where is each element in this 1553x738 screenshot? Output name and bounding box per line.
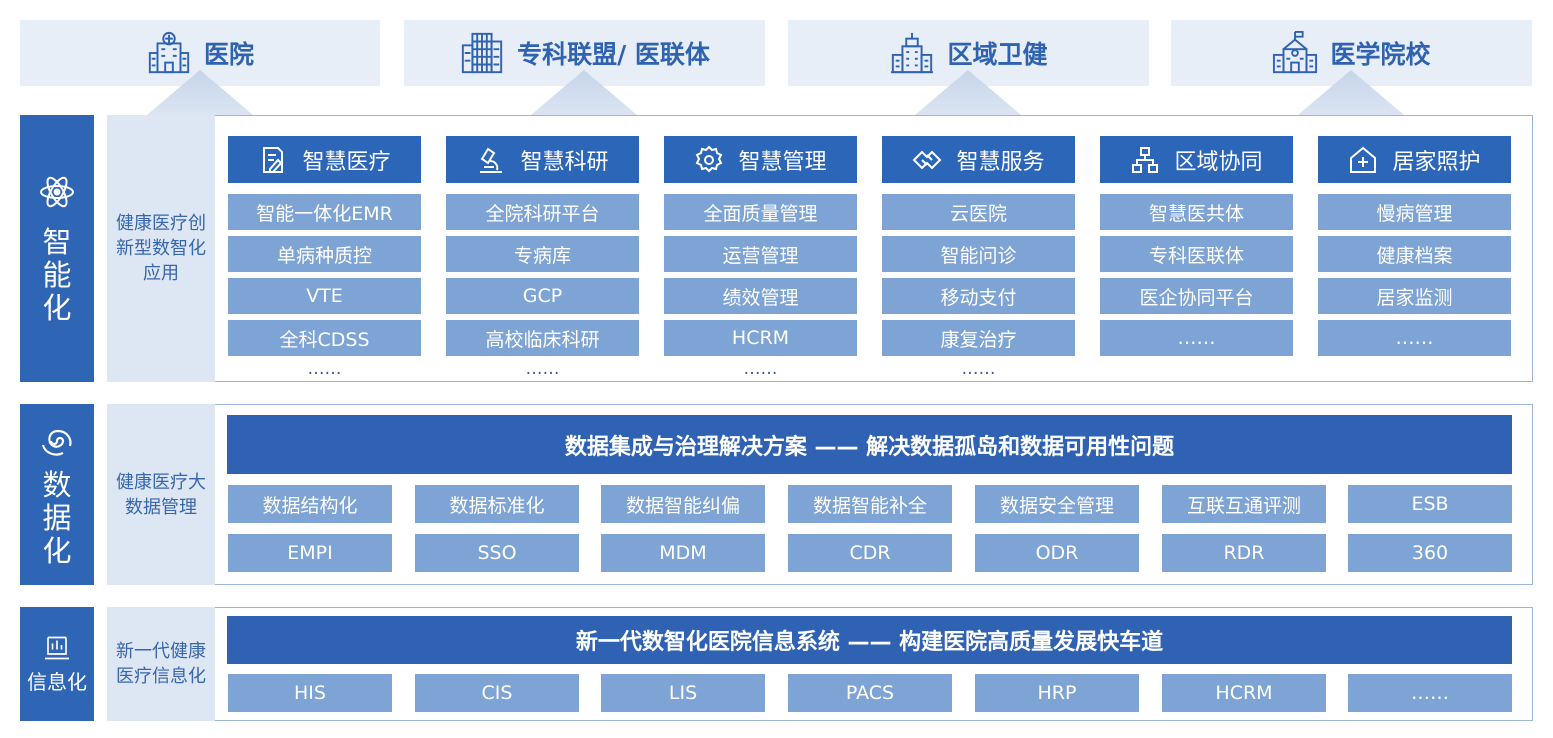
user-label-alliance: 专科联盟/ 医联体 xyxy=(517,40,710,69)
data-item[interactable]: RDR xyxy=(1162,534,1326,572)
info-item[interactable]: HRP xyxy=(975,674,1139,712)
info-banner: 新一代数智化医院信息系统 —— 构建医院高质量发展快车道 xyxy=(227,616,1512,664)
layer-title-information: 信息化 xyxy=(27,670,87,694)
module-more: …… xyxy=(307,359,342,379)
user-label-school: 医学院校 xyxy=(1330,40,1431,69)
home-care-icon xyxy=(1350,146,1377,173)
module-item[interactable]: …… xyxy=(1318,320,1511,356)
data-item[interactable]: ESB xyxy=(1348,485,1512,523)
data-item[interactable]: 互联互通评测 xyxy=(1162,485,1326,523)
buildings-icon xyxy=(461,32,503,74)
module-title: 居家照护 xyxy=(1392,149,1481,175)
data-item[interactable]: 数据标准化 xyxy=(415,485,579,523)
info-item[interactable]: LIS xyxy=(601,674,765,712)
module-item[interactable]: 智能一体化EMR xyxy=(228,194,421,230)
layer-label-intelligence: 智能化 xyxy=(20,115,94,382)
sub-label-data-text: 健康医疗大数据管理 xyxy=(116,471,206,518)
module-item[interactable]: 单病种质控 xyxy=(228,236,421,272)
school-icon xyxy=(1273,30,1318,74)
module-item[interactable]: 运营管理 xyxy=(664,236,857,272)
gear-icon xyxy=(696,145,723,172)
layer-label-information: 信息化 xyxy=(20,607,94,721)
module-head-smart-research[interactable]: 智慧科研 xyxy=(446,136,639,183)
data-item[interactable]: MDM xyxy=(601,534,765,572)
sub-label-data: 健康医疗大数据管理 xyxy=(107,404,215,585)
data-item[interactable]: 360 xyxy=(1348,534,1512,572)
user-box-alliance: 专科联盟/ 医联体 xyxy=(404,20,765,86)
module-item[interactable]: GCP xyxy=(446,278,639,314)
layer-title-intelligence: 智能化 xyxy=(42,225,72,325)
module-head-smart-medical[interactable]: 智慧医疗 xyxy=(228,136,421,183)
info-item[interactable]: CIS xyxy=(415,674,579,712)
monitor-icon xyxy=(45,636,69,660)
data-item[interactable]: 数据安全管理 xyxy=(975,485,1139,523)
data-item[interactable]: ODR xyxy=(975,534,1139,572)
module-item[interactable]: 慢病管理 xyxy=(1318,194,1511,230)
module-more: …… xyxy=(961,359,996,379)
hospital-icon xyxy=(148,31,190,74)
module-item[interactable]: 绩效管理 xyxy=(664,278,857,314)
sub-label-information: 新一代健康医疗信息化 xyxy=(107,607,215,721)
module-item[interactable]: …… xyxy=(1100,320,1293,356)
module-title: 智慧医疗 xyxy=(302,149,391,175)
module-item[interactable]: 居家监测 xyxy=(1318,278,1511,314)
panel-intelligence xyxy=(215,115,1533,382)
data-item[interactable]: 数据智能纠偏 xyxy=(601,485,765,523)
module-item[interactable]: 智慧医共体 xyxy=(1100,194,1293,230)
sub-label-intelligence-text: 健康医疗创新型数智化应用 xyxy=(116,213,206,284)
module-title: 智慧科研 xyxy=(520,149,609,175)
layer-title-data: 数据化 xyxy=(42,468,72,568)
module-title: 智慧服务 xyxy=(956,149,1045,175)
handshake-icon xyxy=(913,150,942,169)
module-item[interactable]: 全面质量管理 xyxy=(664,194,857,230)
module-item[interactable]: 智能问诊 xyxy=(882,236,1075,272)
info-item[interactable]: HCRM xyxy=(1162,674,1326,712)
module-head-regional-collab[interactable]: 区域协同 xyxy=(1100,136,1293,183)
module-more: …… xyxy=(525,359,560,379)
module-item[interactable]: 高校临床科研 xyxy=(446,320,639,356)
sub-label-information-text: 新一代健康医疗信息化 xyxy=(116,641,206,687)
module-item[interactable]: 医企协同平台 xyxy=(1100,278,1293,314)
module-more: …… xyxy=(743,359,778,379)
module-item[interactable]: HCRM xyxy=(664,320,857,356)
sub-label-intelligence: 健康医疗创新型数智化应用 xyxy=(107,115,215,382)
swirl-icon xyxy=(41,429,72,456)
data-item[interactable]: 数据结构化 xyxy=(228,485,392,523)
user-label-hospital: 医院 xyxy=(203,40,254,69)
module-title: 智慧管理 xyxy=(738,149,827,175)
layer-label-data: 数据化 xyxy=(20,404,94,585)
module-item[interactable]: 康复治疗 xyxy=(882,320,1075,356)
info-item[interactable]: HIS xyxy=(228,674,392,712)
module-item[interactable]: 云医院 xyxy=(882,194,1075,230)
microscope-icon xyxy=(480,147,503,173)
module-head-smart-management[interactable]: 智慧管理 xyxy=(664,136,857,183)
module-item[interactable]: 全科CDSS xyxy=(228,320,421,356)
atom-icon xyxy=(40,176,74,208)
module-head-smart-service[interactable]: 智慧服务 xyxy=(882,136,1075,183)
government-building-icon xyxy=(891,32,934,74)
data-banner: 数据集成与治理解决方案 —— 解决数据孤岛和数据可用性问题 xyxy=(227,415,1512,474)
data-item[interactable]: EMPI xyxy=(228,534,392,572)
module-head-home-care[interactable]: 居家照护 xyxy=(1318,136,1511,183)
module-item[interactable]: 全院科研平台 xyxy=(446,194,639,230)
module-title: 区域协同 xyxy=(1174,149,1263,175)
org-chart-icon xyxy=(1132,146,1159,173)
user-label-regional: 区域卫健 xyxy=(947,40,1048,69)
medical-record-icon xyxy=(263,146,284,173)
module-item[interactable]: 移动支付 xyxy=(882,278,1075,314)
data-item[interactable]: 数据智能补全 xyxy=(788,485,952,523)
data-item[interactable]: SSO xyxy=(415,534,579,572)
module-item[interactable]: 专病库 xyxy=(446,236,639,272)
module-item[interactable]: VTE xyxy=(228,278,421,314)
data-item[interactable]: CDR xyxy=(788,534,952,572)
info-item[interactable]: PACS xyxy=(788,674,952,712)
module-item[interactable]: 专科医联体 xyxy=(1100,236,1293,272)
info-item[interactable]: …… xyxy=(1348,674,1512,712)
module-item[interactable]: 健康档案 xyxy=(1318,236,1511,272)
